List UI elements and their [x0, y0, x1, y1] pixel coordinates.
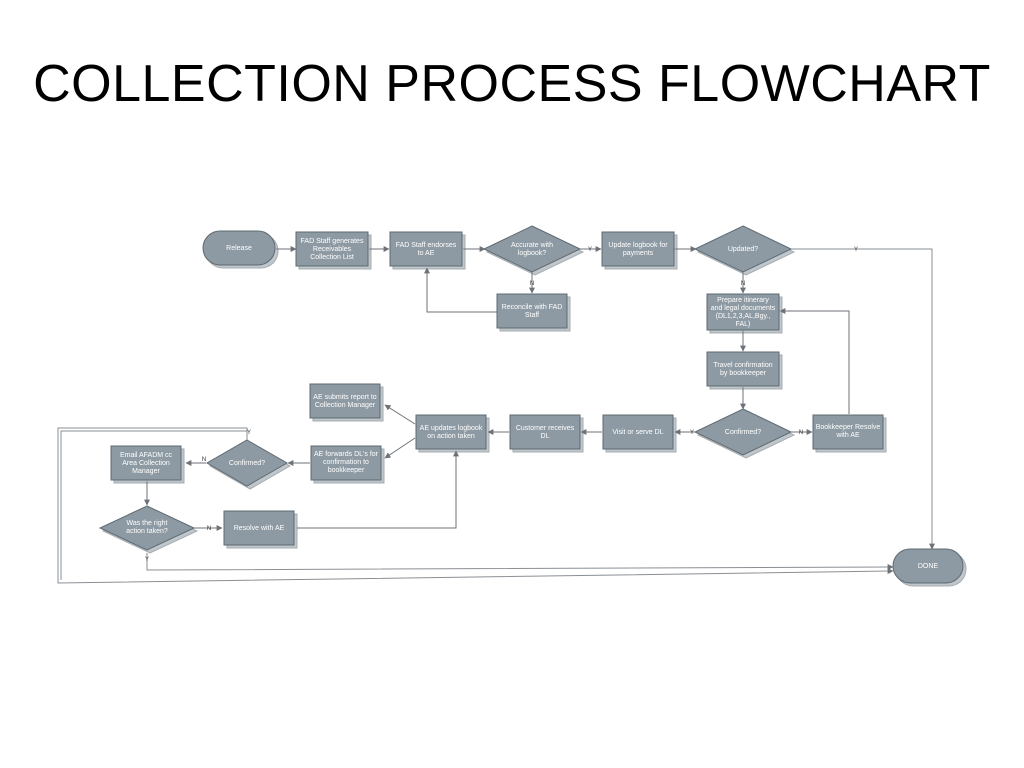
node-fad-generates-line1: FAD Staff generates	[301, 238, 364, 245]
node-prepare-itinerary: Prepare itinerary and legal documents (D…	[706, 293, 783, 334]
node-ae-submits: AE submits report to Collection Manager	[309, 383, 384, 422]
node-ae-updates-line2: on action taken	[427, 433, 475, 440]
node-update-logbook-line1: Update logbook for	[608, 242, 668, 249]
label-updated-yes: Y	[854, 247, 858, 253]
node-update-logbook-line2: payments	[623, 250, 654, 257]
node-ae-submits-line2: Collection Manager	[315, 402, 376, 409]
node-reconcile-line1: Reconcile with FAD	[502, 304, 563, 311]
node-ae-forwards-line3: bookkeeper	[328, 467, 365, 474]
node-done-label: DONE	[918, 563, 939, 570]
node-accurate-line1: Accurate with	[511, 242, 553, 249]
node-visit-serve: Visit or serve DL	[602, 414, 677, 453]
node-fad-endorses-line1: FAD Staff endorses	[396, 242, 457, 249]
node-email-line1: Email AFADM cc	[120, 452, 173, 459]
node-reconcile: Reconcile with FAD Staff	[496, 293, 571, 332]
edges	[57, 246, 935, 584]
node-fad-endorses-line2: to AE	[418, 250, 435, 257]
node-email-line3: Manager	[132, 468, 160, 475]
edge-labels: Y N Y N Y N Y N Y N	[145, 247, 858, 563]
node-fad-generates-line3: Collection List	[310, 254, 354, 261]
node-fad-endorses: FAD Staff endorses to AE	[389, 231, 466, 270]
edge-bookkeeper-prepare	[779, 308, 850, 414]
node-ae-forwards-line2: confirmation to	[323, 459, 369, 466]
edge-reconcile-endorses	[424, 267, 497, 313]
node-prepare-line4: FAL)	[736, 321, 751, 328]
edge-rightaction-done	[146, 553, 894, 571]
edge-aeupdates-submits	[384, 404, 416, 425]
node-visit-line1: Visit or serve DL	[612, 429, 663, 436]
node-done: DONE	[892, 548, 967, 587]
node-right-action-decision: Was the right action taken?	[98, 505, 199, 554]
node-confirmed1-decision: Confirmed?	[693, 408, 796, 459]
label-accurate-yes: Y	[588, 247, 592, 253]
edge-aeupdates-forwards	[384, 437, 416, 459]
label-confirmed1-yes: Y	[690, 430, 694, 436]
node-bookkeeper-resolve-line2: with AE	[835, 432, 860, 439]
node-travel-confirmation: Travel confirmation by bookkeeper	[706, 351, 783, 390]
node-confirmed2-decision: Confirmed?	[205, 439, 292, 490]
node-bookkeeper-resolve: Bookkeeper Resolve with AE	[812, 414, 887, 453]
node-accurate-line2: logbook?	[518, 250, 547, 257]
node-customer-receives-line2: DL	[541, 433, 550, 440]
node-email-line2: Area Collection	[122, 460, 170, 467]
edge-updated-done	[791, 248, 935, 550]
edge-resolve-aeupdates	[297, 450, 459, 529]
node-fad-generates-line2: Receivables	[313, 246, 352, 253]
node-customer-receives-line1: Customer receives	[516, 425, 575, 432]
node-ae-forwards: AE forwards DL's for confirmation to boo…	[310, 445, 385, 484]
node-reconcile-line2: Staff	[525, 312, 539, 319]
node-bookkeeper-resolve-line1: Bookkeeper Resolve	[816, 424, 881, 431]
node-fad-generates: FAD Staff generates Receivables Collecti…	[295, 231, 372, 270]
node-email-afadm: Email AFADM cc Area Collection Manager	[110, 445, 185, 484]
node-prepare-line3: (DL1,2,3,AL,Bgy.,	[716, 313, 771, 320]
node-travel-line1: Travel confirmation	[713, 362, 772, 369]
node-confirmed1-line1: Confirmed?	[725, 429, 761, 436]
node-prepare-line2: and legal documents	[711, 305, 776, 312]
node-updated-line1: Updated?	[728, 246, 758, 253]
node-update-logbook: Update logbook for payments	[601, 231, 678, 270]
label-accurate-no: N	[530, 281, 534, 287]
node-accurate-decision: Accurate with logbook?	[482, 225, 585, 276]
node-resolve-with-ae: Resolve with AE	[223, 510, 298, 549]
label-rightaction-yes: Y	[145, 557, 149, 563]
label-rightaction-no: N	[207, 526, 211, 532]
node-ae-submits-line1: AE submits report to	[313, 394, 377, 401]
node-travel-line2: by bookkeeper	[720, 370, 767, 377]
node-right-action-line1: Was the right	[127, 520, 168, 527]
label-updated-no: N	[741, 281, 745, 287]
node-ae-forwards-line1: AE forwards DL's for	[314, 451, 379, 458]
node-ae-updates: AE updates logbook on action taken	[415, 414, 490, 453]
label-confirmed2-no: N	[202, 457, 206, 463]
node-release: Release	[202, 230, 279, 269]
node-prepare-line1: Prepare itinerary	[717, 297, 769, 304]
label-confirmed2-yes: Y	[247, 430, 251, 436]
page-title: COLLECTION PROCESS FLOWCHART	[33, 55, 991, 113]
node-resolve-ae-line1: Resolve with AE	[234, 525, 285, 532]
node-confirmed2-line1: Confirmed?	[229, 460, 265, 467]
node-updated-decision: Updated?	[693, 225, 796, 276]
edge-confirmed2-done-inner	[60, 430, 248, 580]
node-ae-updates-line1: AE updates logbook	[420, 425, 483, 432]
label-confirmed1-no: N	[799, 430, 803, 436]
node-release-label: Release	[226, 245, 252, 252]
node-right-action-line2: action taken?	[126, 528, 168, 535]
node-customer-receives: Customer receives DL	[509, 414, 584, 453]
